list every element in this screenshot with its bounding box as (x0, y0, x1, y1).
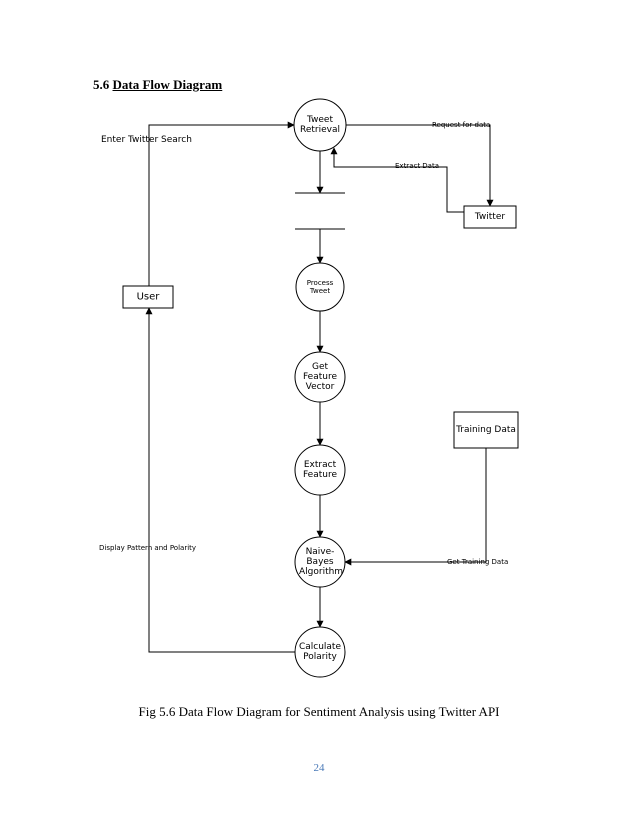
process-extract-feature-label: Extract Feature (302, 460, 337, 480)
flow-label-extract-data: Extract Data (395, 162, 440, 170)
flow-user-to-retrieval (148, 121, 295, 286)
process-calculate-polarity-label: Calculate Polarity (298, 642, 342, 662)
twitter-entity-label: Twitter (474, 212, 506, 222)
flow-label-enter-twitter-search: Enter Twitter Search (101, 135, 192, 145)
flow-twitter-to-retrieval (330, 147, 464, 213)
process-process-tweet-label: Process Tweet (306, 279, 334, 295)
section-heading: 5.6 Data Flow Diagram (93, 77, 222, 93)
flow-label-display-pattern: Display Pattern and Polarity (99, 544, 197, 552)
section-title: Data Flow Diagram (112, 77, 223, 92)
figure-caption: Fig 5.6 Data Flow Diagram for Sentiment … (138, 704, 500, 719)
process-naive-bayes-label: Naive-Bayes Algorithm (299, 547, 344, 577)
section-number: 5.6 (93, 77, 110, 92)
training-data-entity-label: Training Data (456, 425, 516, 435)
flow-polarity-to-user (145, 307, 295, 653)
flow-label-request-for-data: Request for data (432, 121, 491, 129)
flow-retrieval-to-twitter (346, 124, 494, 207)
user-entity-label: User (136, 291, 160, 303)
process-tweet-retrieval-label: Tweet Retrieval (300, 115, 340, 135)
page-number: 24 (313, 762, 325, 774)
flow-training-to-naive (344, 448, 487, 566)
process-get-feature-vector-label: Get Feature Vector (302, 362, 337, 392)
flow-label-get-training-data: Get Training Data (447, 558, 509, 566)
